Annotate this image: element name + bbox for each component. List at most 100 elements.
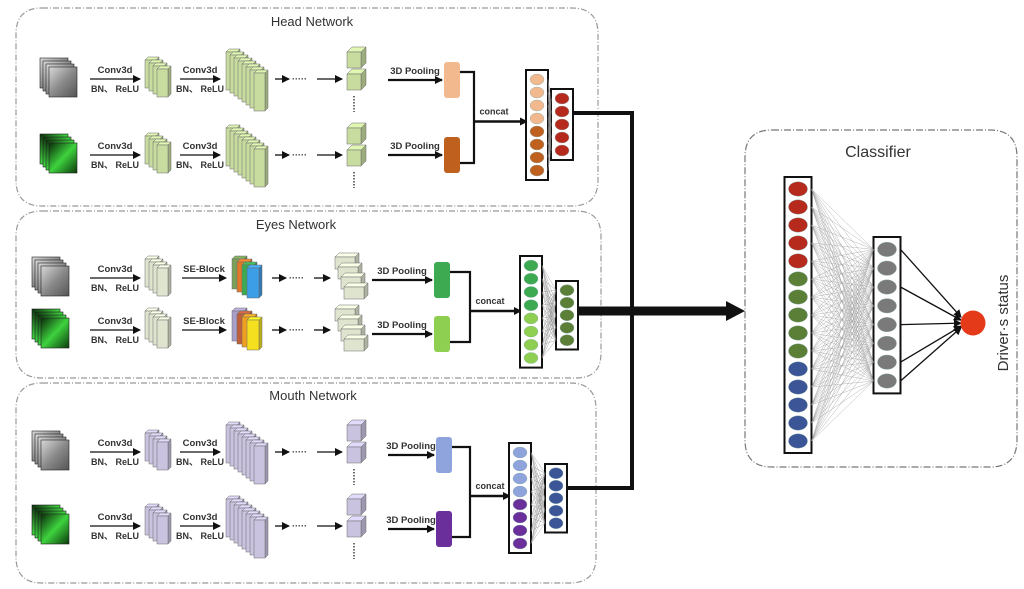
- eyes-concat-features-neuron: [523, 352, 539, 364]
- eyes-se-feature-maps-plate-side: [258, 264, 263, 299]
- eyes-ellipsis: ·····: [289, 273, 304, 283]
- classifier-fc-connections-edge: [811, 278, 874, 325]
- classifier-fc-connections-edge: [811, 361, 874, 388]
- mouth-concat-features-neuron: [512, 459, 528, 472]
- head-input-face-optical-flow: [39, 133, 78, 174]
- mouth-concat-features-box: [508, 442, 532, 554]
- head-concat-features-neuron: [529, 112, 545, 125]
- mouth-op2-label: Conv3d: [183, 512, 218, 523]
- mouth-op1-label: Conv3d: [98, 512, 133, 523]
- head-op1-label: Conv3d: [98, 141, 133, 152]
- head-op2-label: Conv3d: [183, 65, 218, 76]
- mouth-input-mouth-optical-flow: [31, 504, 70, 545]
- eyes-fc-connections-edge: [541, 290, 557, 306]
- classifier-fc-connections-edge: [811, 324, 874, 352]
- classifier-fc-connections-edge: [811, 305, 874, 442]
- classifier-input-layer: [783, 176, 813, 454]
- classifier-fc-connections-edge: [811, 286, 874, 442]
- classifier-fc-connections-edge: [811, 206, 874, 325]
- classifier-fc-connections-edge: [811, 314, 874, 363]
- mouth-input-mouth-optical-flow-frame: [40, 513, 70, 545]
- classifier-fc-connections-edge: [811, 260, 874, 382]
- classifier-output-edge: [900, 325, 962, 363]
- head-output-features: [550, 88, 574, 161]
- classifier-fc-connections-edge: [811, 188, 874, 250]
- driver-status-node: [960, 310, 986, 336]
- classifier-fc-connections-edge: [811, 296, 874, 325]
- classifier-fc-connections-edge: [811, 249, 874, 406]
- classifier-output-edge: [900, 326, 962, 382]
- mouth-feature-maps-2-plate-side: [264, 516, 269, 559]
- classifier-fc-connections-edge: [811, 296, 874, 307]
- classifier-fc-connections-edge: [811, 224, 874, 306]
- mouth-output-features-neuron: [548, 480, 564, 492]
- mouth-output-features-neuron: [548, 505, 564, 517]
- mouth-op2-sublabel: BN、 ReLU: [176, 457, 224, 467]
- mouth-pooled-vector: [436, 511, 452, 547]
- head-op1-sublabel: BN、 ReLU: [91, 84, 139, 94]
- head-fc-connections-edge: [547, 98, 552, 106]
- eyes-pooled-cube-front: [343, 338, 365, 352]
- mouth-fc-connections-edge: [530, 523, 546, 544]
- mouth-output-features: [544, 463, 568, 534]
- classifier-fc-connections-edge: [811, 343, 874, 352]
- classifier-output-edge: [900, 319, 962, 328]
- eyes-pooled-vector: [434, 262, 450, 298]
- classifier-fc-connections-edge: [811, 278, 874, 382]
- mouth-pooled-cube: [346, 419, 367, 442]
- eyes-output-features: [555, 280, 579, 351]
- eyes-input-eye-grayscale: [31, 256, 70, 297]
- eyes-op1-label: Conv3d: [98, 316, 133, 327]
- head-feature-maps-2-plate-side: [264, 69, 269, 112]
- eyes-network-title: Eyes Network: [256, 217, 337, 232]
- classifier-hidden-layer-neuron: [877, 298, 897, 314]
- head-feature-maps-2-plate-front: [253, 148, 266, 188]
- mouth-feature-maps-1-plate-front: [156, 515, 169, 545]
- eyes-se-feature-maps-plate: [246, 264, 263, 299]
- head-ellipsis: ·····: [292, 150, 307, 160]
- classifier-fc-connections-edge: [811, 249, 874, 352]
- classifier-input-layer-neuron: [788, 343, 808, 359]
- classifier-fc-connections-edge: [811, 249, 874, 370]
- mouth-output-features-neuron: [548, 492, 564, 504]
- mouth-concat-features-neuron: [512, 498, 528, 511]
- head-op1-sublabel: BN、 ReLU: [91, 160, 139, 170]
- mouth-concat-features-neuron: [512, 472, 528, 485]
- eyes-concat-features-neuron: [523, 299, 539, 311]
- driver-status-label: Driver·s status: [995, 275, 1012, 372]
- mouth-fc-connections-edge: [530, 473, 546, 544]
- eyes-pooled-cube: [343, 334, 369, 352]
- head-pooled-cube-front: [346, 149, 362, 167]
- classifier-fc-connections-edge: [811, 242, 874, 325]
- mouth-feature-maps-1-plate: [156, 512, 172, 545]
- classifier-fc-connections-edge: [811, 260, 874, 288]
- classifier-fc-connections-edge: [811, 206, 874, 250]
- eyes-fc-connections-edge: [541, 340, 557, 359]
- classifier-fc-connections-edge: [811, 249, 874, 298]
- classifier-fc-connections-edge: [811, 332, 874, 363]
- mouth-pooled-cube: [346, 493, 367, 516]
- head-concat-features-neuron: [529, 164, 545, 177]
- classifier-fc-connections-edge: [811, 224, 874, 269]
- mouth-concat-features-neuron: [512, 446, 528, 459]
- mouth-output-features-neuron: [548, 517, 564, 529]
- eyes-input-eye-optical-flow: [31, 308, 70, 349]
- eyes-fc-connections-edge: [541, 318, 557, 341]
- eyes-ellipsis: ·····: [289, 325, 304, 335]
- classifier-hidden-layer-neuron: [877, 260, 897, 276]
- mouth-fc-connections-edge: [530, 473, 546, 518]
- head-pooling-label: 3D Pooling: [390, 66, 440, 77]
- head-pooled-cube: [346, 46, 367, 69]
- mouth-fc-connections-edge: [530, 498, 546, 544]
- classifier-fc-connections-edge: [811, 324, 874, 370]
- eyes-op2-label: SE-Block: [183, 316, 225, 327]
- classifier-input-layer-neuron: [788, 361, 808, 377]
- mouth-pooled-cube: [346, 515, 367, 538]
- classifier-fc-connections-edge: [811, 278, 874, 363]
- classifier-fc-connections-edge: [811, 260, 874, 325]
- classifier-fc-connections-edge: [811, 314, 874, 325]
